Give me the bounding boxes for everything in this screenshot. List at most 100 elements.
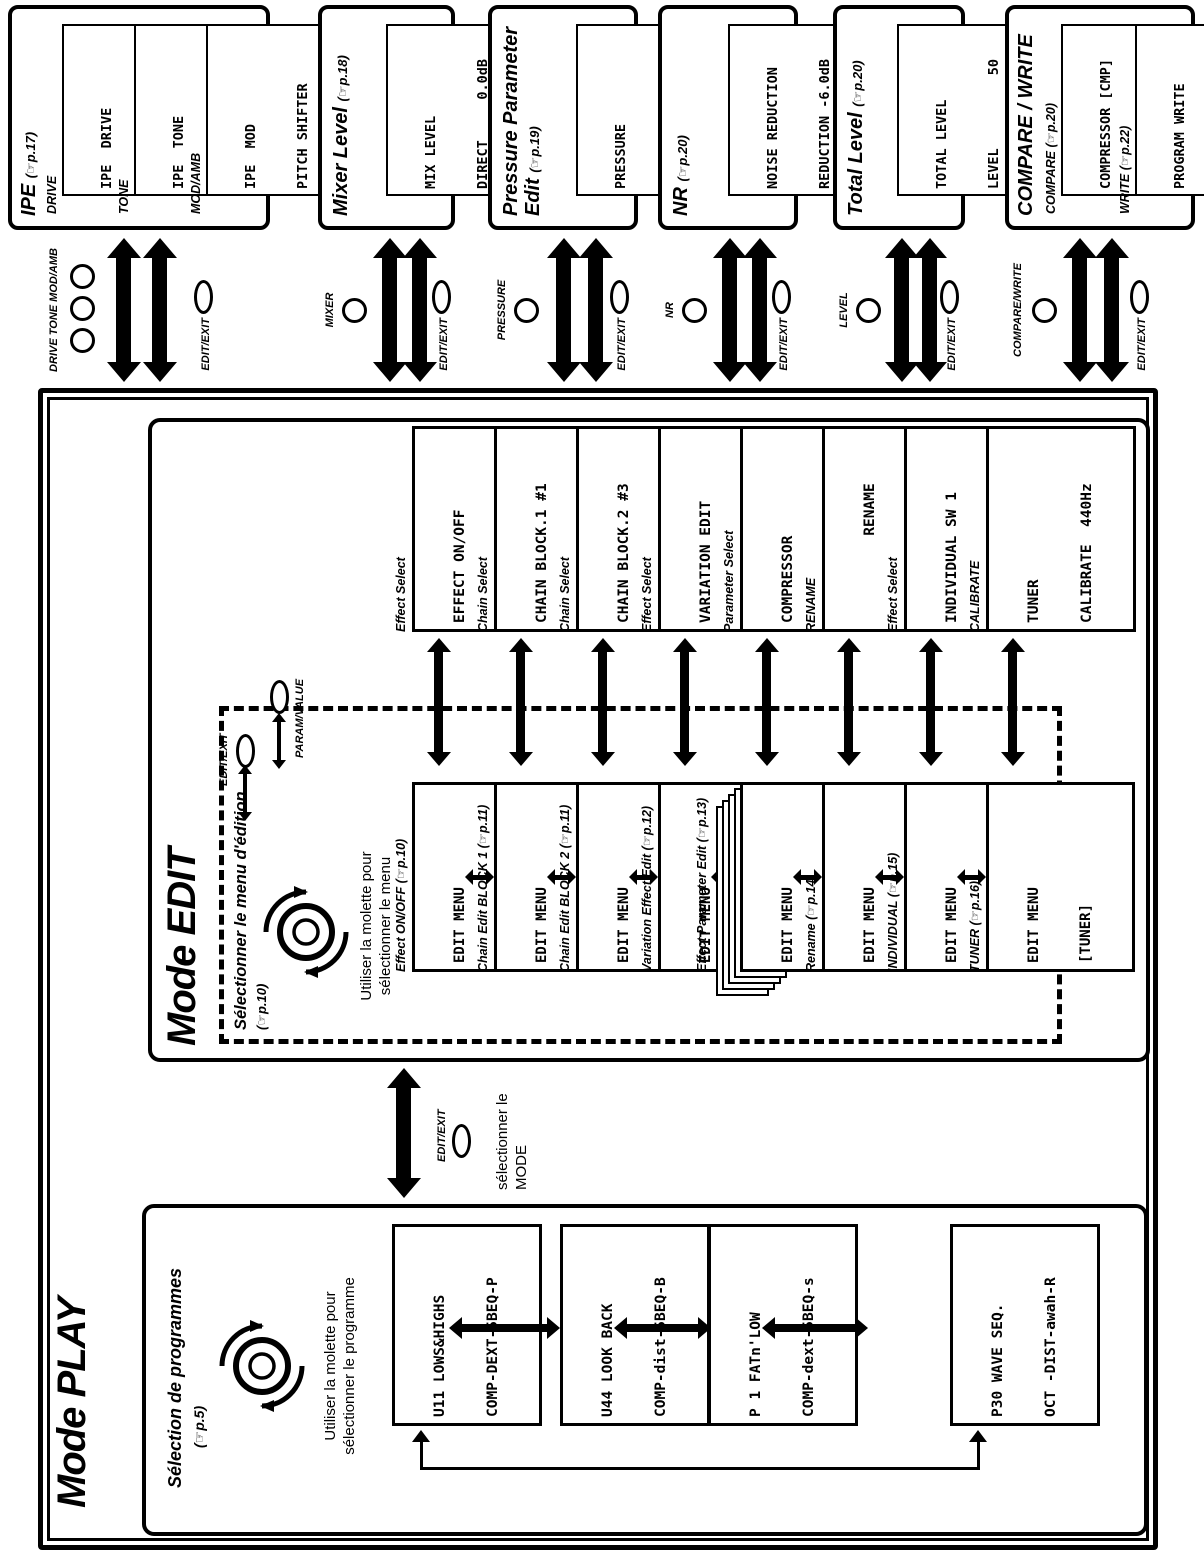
- mode-toggle-caption: sélectionner le MODE: [494, 1093, 530, 1190]
- edit-menu-pageref: (☞p.10): [254, 983, 269, 1030]
- panel-title: Total Level (☞p.20): [845, 60, 867, 216]
- panel-pressure: Pressure Parameter Edit (☞p.19) PRESSURE…: [488, 5, 720, 230]
- mod-amb-button: [70, 264, 95, 289]
- edit-exit-button: [1130, 280, 1149, 314]
- panel-exit-arrow: [152, 258, 167, 362]
- section-label: WRITE (☞p.22): [1118, 125, 1132, 214]
- compare-write-button: [1032, 298, 1057, 323]
- menu-select-arrow: [1008, 652, 1017, 752]
- level-button-label: LEVEL: [838, 292, 850, 328]
- select-row-label: Parameter Select: [722, 530, 736, 632]
- edit-menu-title: Sélectionner le menu d'édition: [232, 791, 250, 1030]
- edit-exit-button: [236, 734, 255, 768]
- select-row-label: CALIBRATE: [968, 560, 982, 632]
- panel-title: COMPARE / WRITE: [1015, 34, 1037, 216]
- mode-edit-title: Mode EDIT: [160, 848, 204, 1046]
- edit-exit-label: EDIT/EXIT: [616, 318, 628, 371]
- value-dial-icon: [263, 886, 349, 978]
- lcd-line: U11 LOWS&HIGHS: [432, 1294, 448, 1417]
- panel-exit-arrow: [588, 258, 603, 362]
- panel-total-level: Total Level (☞p.20) TOTAL LEVEL LEVEL 50: [833, 5, 1041, 230]
- lcd-line: TOTAL LEVEL: [934, 99, 950, 189]
- lcd-line: PITCH SHIFTER: [294, 83, 311, 189]
- program-cycle-line: [420, 1440, 423, 1470]
- lcd-line: PRESSURE: [613, 123, 629, 189]
- lcd-line: CHAIN BLOCK.1 #1: [534, 483, 550, 623]
- panel-enter-arrow: [382, 258, 397, 362]
- panel-enter-arrow: [556, 258, 571, 362]
- edit-exit-button: [610, 280, 629, 314]
- menu-row-label: Chain Edit BLOCK 1 (☞p.11): [476, 804, 490, 972]
- program-cycle-arrowhead: [412, 1430, 430, 1442]
- lcd-edit-menu-7: EDIT MENU [TUNER]: [986, 782, 1135, 972]
- select-row-label: RENAME: [804, 577, 818, 632]
- pressure-button: [514, 298, 539, 323]
- program-step-arrow: [462, 1324, 547, 1332]
- edit-exit-label: EDIT/EXIT: [218, 733, 230, 786]
- pressure-button-label: PRESSURE: [496, 279, 508, 341]
- edit-exit-label: EDIT/EXIT: [1136, 318, 1148, 371]
- edit-exit-button: [772, 280, 791, 314]
- menu-select-arrow: [680, 652, 689, 752]
- program-cycle-line: [977, 1440, 980, 1470]
- lcd-select-7: TUNER CALIBRATE 440Hz: [986, 426, 1137, 632]
- value-dial-icon: [219, 1320, 305, 1412]
- panel-exit-arrow: [412, 258, 427, 362]
- lcd-line: IPE DRIVE: [99, 107, 115, 189]
- panel-ipe: IPE (☞p.17) DRIVE IPE DRIVE COMPRESSOR T…: [8, 5, 350, 230]
- lcd-line: RENAME: [862, 483, 878, 623]
- lcd-line: EDIT MENU: [1026, 887, 1042, 963]
- mode-play-box: Sélection de programmes (☞p.5) Utiliser …: [142, 1204, 1148, 1536]
- tone-button: [70, 296, 95, 321]
- lcd-line: IPE MOD: [243, 123, 259, 189]
- menu-row-label: TUNER (☞p.16): [968, 880, 982, 972]
- menu-select-arrow: [516, 652, 525, 752]
- lcd-line: EFFECT ON/OFF: [452, 509, 468, 624]
- lcd-line: COMPRESSOR: [780, 535, 796, 623]
- lcd-line: TUNER: [1026, 579, 1042, 623]
- select-row-label: Chain Select: [558, 556, 572, 632]
- menu-select-arrow: [434, 652, 443, 752]
- select-row-label: Chain Select: [476, 556, 490, 632]
- menu-row-label: Chain Edit BLOCK 2 (☞p.11): [558, 804, 572, 972]
- program-step-arrow: [775, 1324, 855, 1332]
- edit-exit-button: [940, 280, 959, 314]
- lcd-line: NOISE REDUCTION: [765, 67, 781, 189]
- nr-button-label: NR: [664, 302, 676, 318]
- program-cycle-line: [420, 1467, 980, 1470]
- panel-compare-write: COMPARE / WRITE COMPARE (☞p.20) COMPRESS…: [1005, 5, 1204, 230]
- menu-select-arrow: [844, 652, 853, 752]
- menu-select-arrow: [926, 652, 935, 752]
- drive-button: [70, 328, 95, 353]
- mode-edit-box: Mode EDIT Sélectionner le menu d'édition…: [148, 418, 1150, 1062]
- edit-exit-label: EDIT/EXIT: [778, 318, 790, 371]
- edit-exit-button: [452, 1124, 471, 1158]
- panel-title: NR (☞p.20): [670, 135, 692, 216]
- compare-write-button-label: COMPARE/WRITE: [1012, 263, 1024, 357]
- lcd-line: P30 WAVE SEQ.: [990, 1303, 1006, 1418]
- panel-enter-arrow: [722, 258, 737, 362]
- param-value-button: [270, 680, 289, 714]
- ipe-buttons-label: DRIVE TONE MOD/AMB: [48, 248, 60, 372]
- panel-exit-arrow: [922, 258, 937, 362]
- section-label: TONE: [117, 179, 131, 215]
- edit-exit-nav-arrow: [243, 774, 247, 812]
- lcd-write: PROGRAM WRITE U23 ▶ U23: [1135, 24, 1204, 196]
- mixer-button-label: MIXER: [324, 292, 336, 328]
- panel-enter-arrow: [894, 258, 909, 362]
- menu-row-label: Effect Parameter Edit (☞p.13): [695, 797, 709, 972]
- edit-menu-instruction: Utiliser la molette pour sélectionner le…: [358, 851, 394, 1001]
- lcd-program-4: P30 WAVE SEQ. OCT -DIST-awah-R: [950, 1224, 1101, 1426]
- lcd-line: IPE TONE: [171, 115, 187, 189]
- section-label: DRIVE: [45, 175, 59, 214]
- program-select-pageref: (☞p.5): [191, 1405, 207, 1448]
- param-value-nav-arrow: [277, 722, 281, 760]
- level-button: [856, 298, 881, 323]
- panel-title: Pressure Parameter: [500, 26, 522, 216]
- menu-select-arrow: [598, 652, 607, 752]
- menu-row-label: Variation Effect Edit (☞p.12): [640, 805, 654, 972]
- panel-mixer-level: Mixer Level (☞p.18) MIX LEVEL DIRECT 0.0…: [318, 5, 530, 230]
- panel-nr: NR (☞p.20) NOISE REDUCTION REDUCTION -6.…: [658, 5, 872, 230]
